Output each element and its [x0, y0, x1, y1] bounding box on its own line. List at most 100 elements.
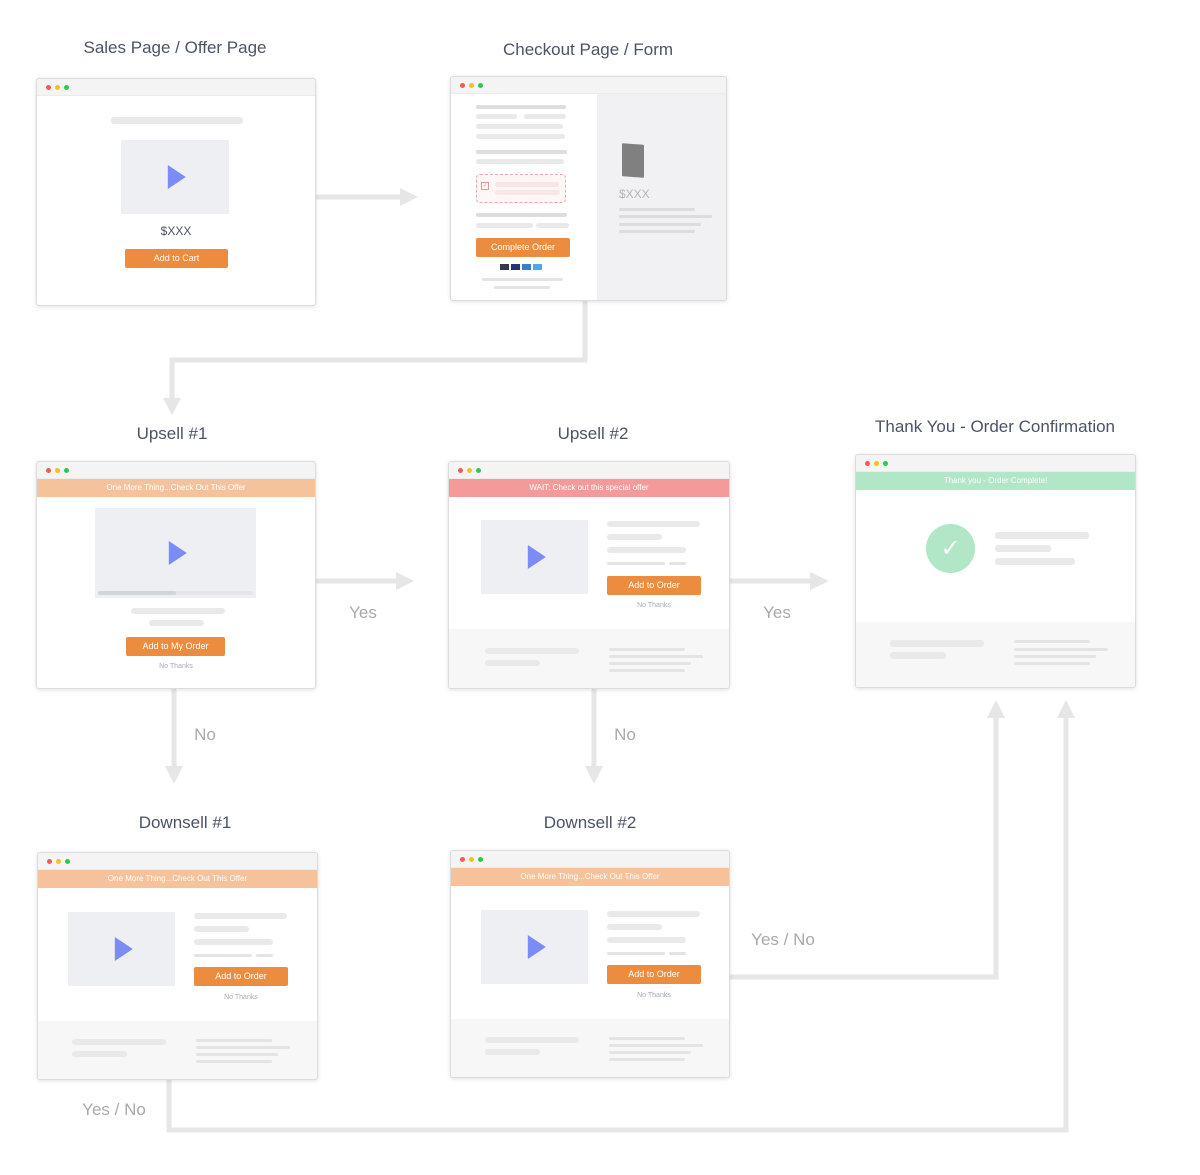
order-bump-box[interactable]: ✓ — [476, 174, 566, 203]
placeholder-line — [485, 648, 579, 654]
close-dot-icon — [46, 468, 51, 473]
close-dot-icon — [458, 468, 463, 473]
no-thanks-link[interactable]: No Thanks — [159, 663, 193, 670]
complete-order-button[interactable]: Complete Order — [476, 238, 570, 257]
minimize-dot-icon — [467, 468, 472, 473]
title-thankyou: Thank You - Order Confirmation — [874, 417, 1116, 436]
placeholder-line — [72, 1039, 166, 1045]
offer-banner: WAIT: Check out this special offer — [449, 479, 729, 497]
maximize-dot-icon — [478, 857, 483, 862]
minimize-dot-icon — [469, 857, 474, 862]
price: $XXX — [160, 224, 192, 238]
video-player[interactable] — [481, 910, 588, 984]
no-thanks-link[interactable]: No Thanks — [637, 602, 671, 609]
form-field[interactable] — [524, 114, 566, 119]
form-field[interactable] — [476, 114, 517, 119]
placeholder-line — [609, 669, 685, 672]
placeholder-line — [609, 655, 703, 658]
placeholder-line — [609, 1051, 691, 1054]
downsell2-window: One More Thing...Check Out This Offer Ad… — [450, 850, 730, 1078]
add-to-order-button[interactable]: Add to Order — [607, 576, 701, 595]
form-field[interactable] — [476, 134, 565, 139]
play-icon[interactable] — [168, 541, 187, 565]
placeholder-line — [619, 230, 695, 233]
title-bar — [38, 853, 317, 870]
placeholder-line — [890, 640, 984, 647]
placeholder-line — [890, 652, 946, 659]
video-player[interactable] — [481, 520, 588, 594]
label-yes: Yes — [349, 603, 377, 622]
close-dot-icon — [47, 859, 52, 864]
placeholder-line — [476, 213, 567, 217]
arrowhead — [1057, 700, 1075, 718]
upsell2-window: WAIT: Check out this special offer Add t… — [448, 461, 730, 689]
placeholder-line — [485, 1037, 579, 1043]
arrowhead — [163, 398, 181, 415]
confirmation-banner: Thank you - Order Complete! — [856, 472, 1135, 490]
minimize-dot-icon — [469, 83, 474, 88]
title-bar — [37, 79, 315, 96]
placeholder-line — [609, 1058, 685, 1061]
placeholder-line — [495, 190, 560, 195]
add-to-my-order-button[interactable]: Add to My Order — [126, 637, 225, 656]
play-icon[interactable] — [527, 935, 546, 959]
add-to-order-button[interactable]: Add to Order — [607, 965, 701, 984]
placeholder-line — [194, 913, 287, 919]
placeholder-line — [607, 521, 700, 527]
play-icon[interactable] — [527, 545, 546, 569]
form-field[interactable] — [476, 124, 563, 129]
add-to-cart-button[interactable]: Add to Cart — [125, 249, 228, 268]
play-icon[interactable] — [167, 165, 186, 189]
placeholder-line — [619, 208, 695, 211]
label-yes-no: Yes / No — [82, 1100, 146, 1119]
maximize-dot-icon — [64, 468, 69, 473]
placeholder-line — [194, 926, 249, 932]
placeholder-line — [609, 662, 691, 665]
price: $XXX — [619, 187, 650, 201]
minimize-dot-icon — [56, 859, 61, 864]
placeholder-line — [609, 1044, 703, 1047]
arrowhead — [396, 572, 414, 590]
arrowhead — [810, 572, 829, 590]
offer-banner: One More Thing...Check Out This Offer — [37, 479, 315, 497]
card-icons — [500, 264, 542, 270]
arrow-downsell2-to-thankyou — [730, 716, 999, 980]
amex-icon — [522, 264, 531, 270]
placeholder-line — [669, 952, 686, 955]
placeholder-line — [609, 648, 685, 651]
title-bar — [856, 455, 1135, 472]
placeholder-line — [619, 215, 712, 218]
form-field[interactable] — [536, 223, 569, 228]
play-icon[interactable] — [114, 937, 133, 961]
no-thanks-link[interactable]: No Thanks — [224, 994, 258, 1001]
close-dot-icon — [460, 857, 465, 862]
sales-page-window: $XXX Add to Cart — [36, 78, 316, 306]
minimize-dot-icon — [55, 85, 60, 90]
video-player[interactable] — [68, 912, 175, 986]
arrowhead — [400, 188, 418, 206]
label-no: No — [614, 725, 636, 744]
form-field[interactable] — [476, 159, 564, 164]
video-progress-bar[interactable] — [98, 591, 253, 595]
footer — [449, 629, 729, 688]
footer — [38, 1021, 317, 1079]
checkbox-icon[interactable]: ✓ — [481, 182, 489, 190]
no-thanks-link[interactable]: No Thanks — [637, 992, 671, 999]
arrowhead — [585, 766, 603, 784]
close-dot-icon — [46, 85, 51, 90]
video-player[interactable] — [95, 508, 256, 598]
placeholder-line — [476, 105, 566, 109]
footer — [451, 1019, 729, 1077]
placeholder-line — [194, 939, 273, 945]
title-bar — [449, 462, 729, 479]
placeholder-line — [607, 547, 686, 553]
placeholder-line — [494, 286, 550, 289]
placeholder-line — [609, 1037, 685, 1040]
placeholder-line — [995, 532, 1089, 539]
form-field[interactable] — [476, 223, 533, 228]
placeholder-line — [607, 937, 686, 943]
video-player[interactable] — [121, 140, 229, 214]
downsell1-window: One More Thing...Check Out This Offer Ad… — [37, 852, 318, 1080]
add-to-order-button[interactable]: Add to Order — [194, 967, 288, 986]
